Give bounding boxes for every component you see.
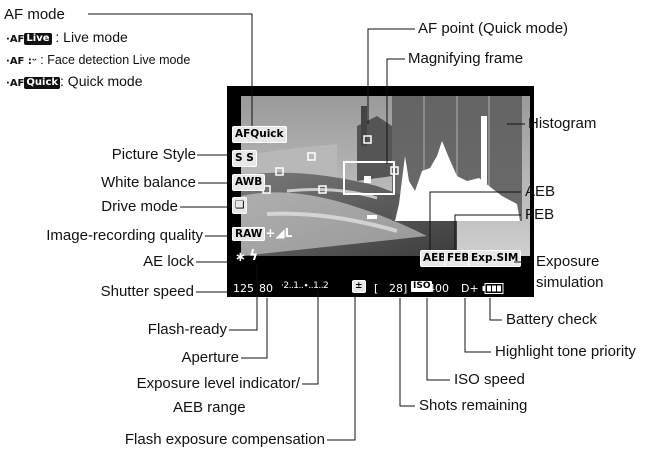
af-prefix: AF: [9, 56, 25, 67]
quality-icon: RAW+◢L: [232, 224, 292, 242]
flash-comp-line: [327, 297, 356, 441]
aeb-line: [429, 191, 521, 250]
scene-image: [227, 86, 534, 297]
live-view-screen: AFQuick S S AWB ❑ RAW+◢L ∗ ϟ AEB FEB Exp…: [227, 86, 534, 297]
af-mode-face: ·AF :ᵕ : Face detection Live mode: [6, 53, 191, 67]
flash-comp-icon: ±: [352, 280, 366, 293]
label-histogram: Histogram: [528, 115, 597, 132]
af-mode-face-text: : Face detection Live mode: [40, 53, 191, 67]
label-aperture: Aperture: [181, 349, 239, 366]
label-magnifying-frame: Magnifying frame: [408, 50, 524, 67]
bracket-open: [: [374, 282, 379, 295]
label-shutter-speed: Shutter speed: [100, 283, 194, 300]
white-balance-icon: AWB: [232, 174, 266, 191]
iso-value: 400: [428, 282, 449, 295]
label-ae-lock: AE lock: [143, 253, 194, 270]
label-picture-style: Picture Style: [111, 146, 196, 163]
label-white-balance: White balance: [100, 174, 196, 191]
label-aeb: AEB: [525, 183, 556, 200]
battery-icon: [482, 283, 504, 294]
af-mode-live-text: : Live mode: [55, 29, 128, 45]
flash-icon: ϟ: [249, 248, 259, 264]
label-flash-comp: Flash exposure compensation: [124, 431, 325, 448]
picture-style-icon: S S: [232, 150, 257, 167]
af-mode-heading: AF mode: [4, 6, 65, 23]
label-exposure-level: Exposure level indicator/: [136, 375, 300, 392]
face-icon: :ᵕ: [27, 56, 37, 67]
quality-plus: +: [265, 226, 276, 240]
aperture-value: 80: [259, 282, 273, 295]
af-quick-icon: AFQuick: [232, 126, 287, 143]
shots-remaining-line: [399, 298, 415, 407]
af-prefix: AF: [9, 34, 25, 45]
shots-remaining-value: 28]: [389, 282, 408, 295]
aperture-line: [241, 298, 268, 359]
highlight-tone-line: [464, 298, 491, 353]
label-shots-remaining: Shots remaining: [419, 397, 528, 414]
af-mode-line: [88, 13, 253, 126]
label-aeb-range: AEB range: [173, 399, 246, 416]
shutter-speed-value: 125: [233, 282, 254, 295]
label-highlight-tone: Highlight tone priority: [495, 343, 636, 360]
iso-line: [426, 298, 450, 381]
ae-lock-icon: ∗: [235, 250, 246, 265]
flash-ready-line: [229, 265, 258, 331]
label-exposure-sim-1: Exposure: [536, 253, 600, 270]
quality-l-icon: ◢L: [275, 226, 293, 240]
exposure-level-line: [302, 292, 319, 385]
feb-line: [454, 214, 521, 250]
label-af-point: AF point (Quick mode): [418, 20, 569, 37]
drive-mode-icon: ❑: [232, 197, 248, 214]
highlight-tone-icon: D+: [461, 282, 479, 295]
label-flash-ready: Flash-ready: [147, 321, 227, 338]
af-point-line: [367, 28, 415, 124]
raw-icon: RAW: [232, 227, 266, 241]
battery-line: [489, 298, 502, 321]
af-prefix: AF: [9, 78, 25, 89]
label-drive-mode: Drive mode: [101, 198, 178, 215]
label-iso-speed: ISO speed: [454, 371, 525, 388]
quick-badge: Quick: [24, 77, 61, 89]
af-mode-quick-text: : Quick mode: [60, 73, 143, 89]
label-image-quality: Image-recording quality: [46, 227, 203, 244]
label-feb: FEB: [525, 206, 555, 223]
exposure-meter: ·2..1..∙..1..2: [281, 281, 329, 291]
label-battery-check: Battery check: [506, 311, 597, 328]
exposure-sim-icon: Exp.SIM: [468, 250, 522, 267]
iso-icon: ISO: [410, 280, 434, 293]
magnify-line: [386, 58, 405, 164]
label-exposure-sim-2: simulation: [536, 274, 604, 291]
live-badge: Live: [24, 33, 52, 45]
